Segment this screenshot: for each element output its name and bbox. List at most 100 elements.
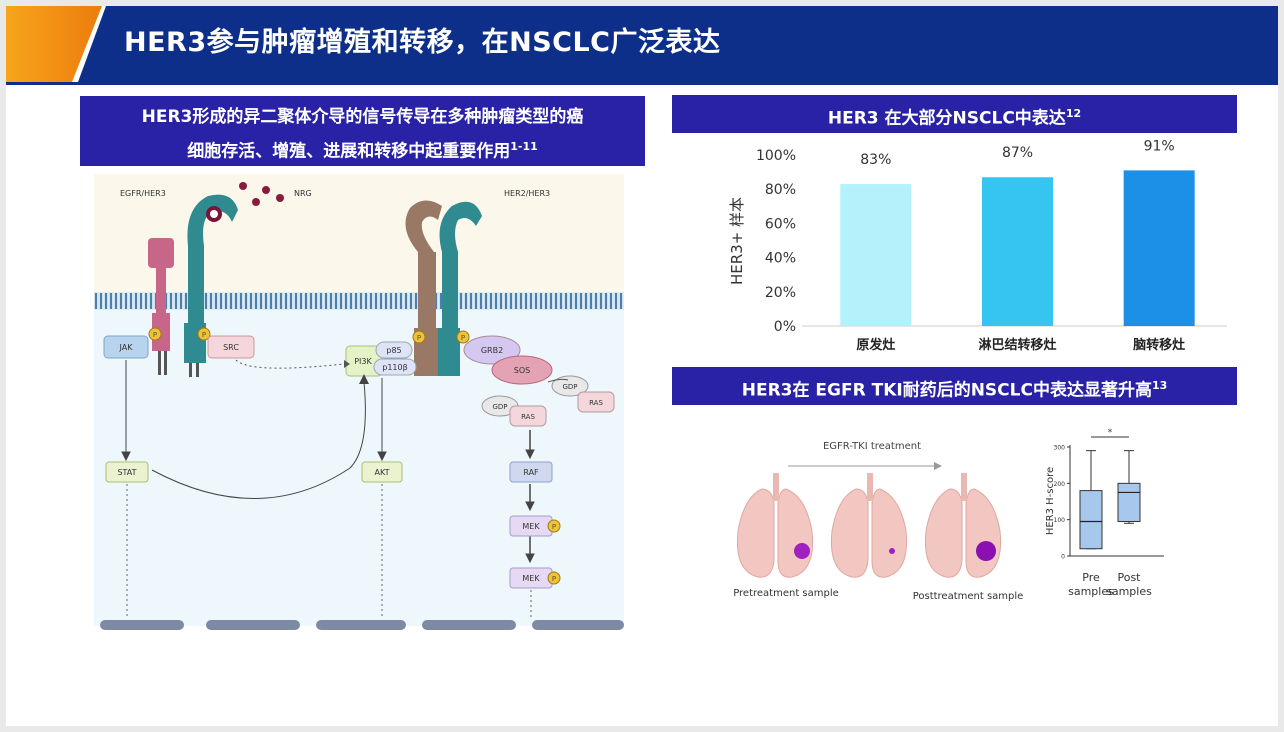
p85-label: p85 bbox=[386, 346, 401, 355]
bar-value-label: 91% bbox=[1144, 138, 1175, 154]
nuclear-membrane bbox=[100, 620, 624, 630]
mek1-label: MEK bbox=[522, 522, 540, 531]
p-marker-1: P bbox=[153, 331, 157, 339]
gdp1-label: GDP bbox=[562, 383, 577, 391]
bar-category-label: 脑转移灶 bbox=[1133, 337, 1185, 353]
nrg-ligand-dots bbox=[239, 182, 284, 206]
mek-node-1: MEK P bbox=[509, 515, 561, 537]
slide: HER3参与肿瘤增殖和转移，在NSCLC广泛表达 HER3形成的异二聚体介导的信… bbox=[6, 6, 1278, 726]
stat-node: STAT bbox=[105, 461, 149, 483]
box-ytick-label: 200 bbox=[1054, 481, 1066, 488]
gdp-ras-right: GDP RAS bbox=[551, 375, 615, 413]
label-nrg: NRG bbox=[294, 189, 312, 198]
src-to-pi3k-arrowhead bbox=[344, 360, 350, 368]
egfr-receptor bbox=[148, 238, 174, 375]
lung-illustration: EGFR-TKI treatment Pretreatment sample P… bbox=[733, 441, 1023, 602]
raf-label: RAF bbox=[523, 468, 539, 477]
p110b-label: p110β bbox=[382, 363, 407, 372]
gdp-ras-left: GDP RAS bbox=[481, 395, 547, 427]
bar bbox=[982, 177, 1053, 326]
akt-node: AKT bbox=[361, 461, 403, 483]
bar-chart-banner-text: HER3 在大部分NSCLC中表达 bbox=[827, 108, 1066, 129]
p-marker-3: P bbox=[417, 334, 421, 342]
jak-node: JAK bbox=[103, 335, 149, 359]
pathway-banner-line1: HER3形成的异二聚体介导的信号传导在多种肿瘤类型的癌 bbox=[141, 107, 584, 127]
ras2-label: RAS bbox=[521, 413, 535, 421]
bar-value-label: 83% bbox=[860, 152, 891, 168]
bar-chart: 0% 20% 40% 60% 80% 100% 83% 原发灶 87% 淋巴结转移灶 91% 脑转移灶… bbox=[728, 138, 1227, 353]
stat-to-pi3k-curve bbox=[151, 381, 366, 499]
mek2-label: MEK bbox=[522, 574, 540, 583]
pathway-banner: HER3形成的异二聚体介导的信号传导在多种肿瘤类型的癌 细胞存活、增殖、进展和转… bbox=[80, 96, 645, 166]
mek-node-2: MEK P bbox=[509, 567, 561, 589]
box-body bbox=[1079, 490, 1103, 550]
bar-ytick-label: 0% bbox=[774, 319, 796, 335]
bar bbox=[840, 184, 912, 326]
src-label: SRC bbox=[223, 343, 239, 352]
bar-ytick-label: 40% bbox=[765, 251, 796, 267]
signal-arrows bbox=[121, 360, 535, 564]
pathway-diagram: EGFR/HER3 NRG HER2/HER3 bbox=[94, 174, 624, 630]
pathway-banner-line2-wrap: 细胞存活、增殖、进展和转移中起重要作用1-11 bbox=[80, 132, 645, 167]
bar-chart-banner: HER3 在大部分NSCLC中表达12 bbox=[672, 95, 1237, 133]
box-ytick-label: 300 bbox=[1054, 445, 1066, 452]
tumor-pre bbox=[794, 543, 810, 559]
tumor-mid bbox=[889, 548, 895, 554]
box-ytick-label: 100 bbox=[1054, 517, 1066, 524]
pre-sample-label: Pretreatment sample bbox=[733, 588, 839, 599]
p-marker-2: P bbox=[202, 331, 206, 339]
page-title: HER3参与肿瘤增殖和转移，在NSCLC广泛表达 bbox=[124, 27, 721, 58]
raf-node: RAF bbox=[509, 461, 553, 483]
box-category-label-line1: Post bbox=[1117, 571, 1141, 584]
lung-pre bbox=[736, 473, 814, 578]
jak-label: JAK bbox=[119, 343, 134, 352]
box-chart-banner-text: HER3在 EGFR TKI耐药后的NSCLC中表达显著升高 bbox=[741, 380, 1152, 401]
box-chart-banner-ref: 13 bbox=[1151, 379, 1168, 392]
box-ytick-label: 0 bbox=[1061, 554, 1065, 561]
pi3k-label: PI3K bbox=[354, 357, 372, 366]
bar bbox=[1123, 170, 1195, 326]
tumor-post bbox=[976, 541, 996, 561]
grb2-label: GRB2 bbox=[481, 346, 503, 355]
p-marker-4: P bbox=[461, 334, 465, 342]
header-bar bbox=[6, 6, 1278, 85]
nucleus-dotted-lines bbox=[126, 484, 532, 618]
box-y-axis-label: HER3 H-score bbox=[1045, 467, 1056, 535]
bar-ytick-label: 80% bbox=[765, 182, 796, 198]
p-marker-6: P bbox=[552, 575, 556, 583]
pi3k-complex: PI3K p85 p110β bbox=[345, 341, 417, 377]
bar-ytick-label: 60% bbox=[765, 216, 796, 232]
pathway-banner-ref: 1-11 bbox=[510, 140, 538, 153]
treatment-arrowhead bbox=[934, 462, 942, 470]
stat-to-pi3k-arrowhead bbox=[359, 374, 369, 384]
gdp2-label: GDP bbox=[492, 403, 507, 411]
bar-chart-banner-ref: 12 bbox=[1065, 107, 1082, 120]
her3-receptor-left bbox=[184, 194, 238, 377]
box-category-label-line1: Pre bbox=[1082, 571, 1100, 584]
pathway-banner-line2: 细胞存活、增殖、进展和转移中起重要作用 bbox=[187, 141, 511, 162]
bar-ytick-label: 20% bbox=[765, 285, 796, 301]
box-body bbox=[1117, 482, 1141, 522]
src-node: SRC bbox=[207, 335, 255, 359]
bar-value-label: 87% bbox=[1002, 145, 1033, 161]
label-egfr-her3: EGFR/HER3 bbox=[120, 189, 166, 198]
box-category-label-line2: samples bbox=[1106, 585, 1152, 598]
label-her2-her3: HER2/HER3 bbox=[504, 189, 550, 198]
bar-category-label: 淋巴结转移灶 bbox=[978, 337, 1056, 353]
lung-post bbox=[924, 473, 1002, 578]
header-orange-accent bbox=[6, 6, 102, 82]
header-underline bbox=[6, 82, 1278, 85]
extracellular-bg bbox=[94, 174, 624, 292]
sos-to-ras-arrow bbox=[547, 378, 569, 383]
grb2-node: GRB2 bbox=[463, 335, 521, 365]
ras1-label: RAS bbox=[589, 399, 603, 407]
box-chart-banner: HER3在 EGFR TKI耐药后的NSCLC中表达显著升高13 bbox=[672, 367, 1237, 405]
treatment-label: EGFR-TKI treatment bbox=[823, 441, 921, 452]
bar-category-label: 原发灶 bbox=[856, 337, 895, 353]
lung-mid bbox=[830, 473, 908, 578]
sos-node: SOS bbox=[491, 355, 553, 385]
akt-label: AKT bbox=[375, 468, 390, 477]
sos-label: SOS bbox=[514, 366, 530, 375]
bar-ytick-label: 100% bbox=[756, 148, 796, 164]
